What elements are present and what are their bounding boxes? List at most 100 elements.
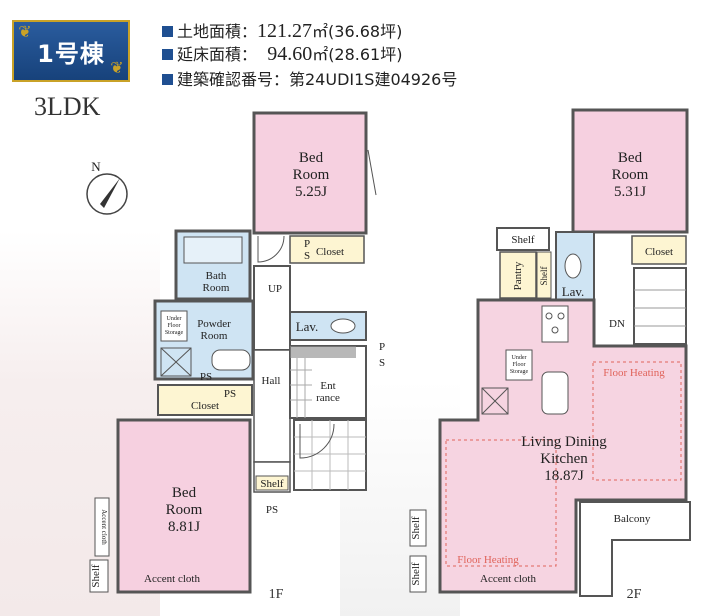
under-floor-storage-icon [505,349,533,381]
bed-2f-line1: Bed [618,150,643,166]
closet-top [289,235,365,264]
bath-line1: Bath [206,270,227,282]
hall-label: Hall [262,375,281,387]
lav-2f-label: Lav. [562,284,585,299]
shelf-hall-label: Shelf [260,478,284,490]
under-floor-3: Storage [165,330,184,336]
stairs-1f [253,265,291,351]
closet-top-label: Closet [316,246,344,258]
floor-label-1f: 1F [269,587,284,602]
room-bed-2f [571,108,689,234]
closet-2f [631,235,687,265]
toilet-icon [330,318,356,334]
bed-top-line1: Bed [299,150,324,166]
under-floor-2: Floor [167,323,180,329]
spec-land-area: 土地面積：121.27㎡(36.68坪) [162,18,402,43]
room-bed-top [252,111,368,235]
square-bullet-icon [162,74,173,85]
under-floor-2f-2: Floor [512,362,525,368]
shoe-shelf-icon [290,346,356,358]
shelf-2f-a-label: Shelf [410,516,422,540]
toilet-icon [564,253,582,279]
square-bullet-icon [162,26,173,37]
spec-label: 土地面積： [177,22,258,41]
bed-main-size: 8.81J [168,519,200,535]
closet-mid-label: Closet [191,400,219,412]
shelf-hall [255,475,289,491]
spec-value: 94.60 [267,43,313,65]
room-ldk [438,298,688,594]
floor-heating-left [445,439,557,567]
shelf-2f-b-label: Shelf [410,562,422,586]
stair-steps [634,289,686,327]
bed-main-line1: Bed [172,485,197,501]
bed-top-line2: Room [293,167,330,183]
door-icon [257,235,285,263]
ldk-line1: Living Dining [521,434,607,450]
fridge-icon [481,387,509,415]
building-badge: ❦ ❦ 1号棟 [12,20,130,82]
under-floor-storage-icon [160,310,188,342]
shelf-top-2f [496,227,550,251]
square-bullet-icon [162,49,173,60]
ps-entrance-p: P [379,341,385,353]
ps-bottom: PS [266,504,278,516]
bath-line2: Room [203,282,230,294]
ps-entrance-s: S [379,357,385,369]
room-pantry [499,251,537,299]
corner-ornament-icon: ❦ [18,24,32,41]
ps-top-s: S [304,250,310,262]
room-hall [253,349,291,463]
dn-label: DN [609,318,625,330]
under-floor-2f-1: Under [512,355,527,361]
up-label: UP [268,283,282,295]
ps-closet-label: PS [224,388,236,400]
bed-2f-size: 5.31J [614,184,646,200]
spec-floor-area: 延床面積： 94.60㎡(28.61坪) [162,41,402,66]
accent-cloth-wall [94,497,110,557]
sink-icon [211,349,251,371]
compass-icon: N [86,159,128,215]
shelf-left [89,559,109,593]
floor-heating-right-label: Floor Heating [603,367,665,379]
pantry-label: Pantry [512,261,524,290]
closet-2f-label: Closet [645,246,673,258]
cooktop-icon [541,305,569,343]
bed-main-line2: Room [166,502,203,518]
shelf-top-label: Shelf [511,234,535,246]
bed-top-size: 5.25J [295,184,327,200]
shelf-2f-b [409,555,427,593]
spec-unit: ㎡(28.61坪) [312,45,403,64]
corner-ornament-icon: ❦ [110,60,124,77]
floor-label-2f: 2F [627,587,642,602]
powder-line2: Room [201,330,228,342]
bed-2f-line2: Room [612,167,649,183]
entrance-tiles [290,358,312,418]
bathtub-icon [183,236,243,264]
spec-unit: ㎡(36.68坪) [312,22,403,41]
spec-label: 延床面積： [177,45,258,64]
balcony [579,501,691,597]
front-door-icon [299,423,335,459]
room-bed-main [116,418,252,594]
powder-line1: Powder [197,318,231,330]
shelf-left-label: Shelf [90,564,102,588]
under-floor-1: Under [167,316,182,322]
accent-cloth-1f: Accent cloth [144,573,200,585]
floor-heating-left-label: Floor Heating [457,554,519,566]
floor-2f: Bed Room 5.31J Closet Shelf Pantry Shelf… [409,108,691,602]
shelf-2f-a [409,509,427,547]
ps-top-p: P [304,238,310,250]
ps-closet-above: PS [200,371,212,383]
stairs-2f [633,267,687,345]
layout-type: 3LDK [34,92,101,121]
accent-cloth-2f: Accent cloth [480,573,536,585]
north-label: N [91,159,101,174]
lav-1f-label: Lav. [296,319,319,334]
floor-1f: Bed Room 5.25J Closet P S Bath Room UP U… [89,111,385,602]
kitchen-sink-icon [541,371,569,415]
building-name: 1号棟 [37,40,105,68]
spec-value: 121.27 [257,20,313,42]
washer-icon [160,347,192,377]
